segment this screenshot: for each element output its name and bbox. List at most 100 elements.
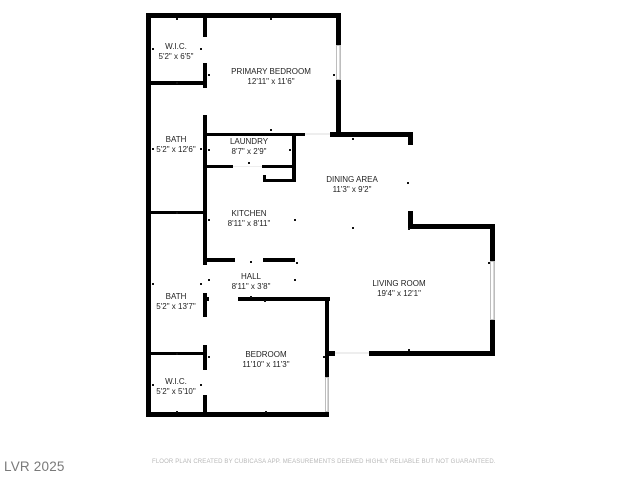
- room-dimensions: 8'7" x 2'9": [231, 147, 267, 156]
- room-dimensions: 11'10" x 11'3": [242, 360, 290, 369]
- opening-dining-primary: [305, 133, 330, 135]
- wall-living-right-upper: [490, 224, 495, 261]
- window-primary-bedroom: [336, 45, 341, 80]
- wall-living-right-lower: [490, 320, 495, 356]
- measure-dot: [250, 261, 252, 263]
- room-dimensions: 8'11" x 8'11": [227, 219, 271, 228]
- room-name: BEDROOM: [245, 350, 287, 359]
- measure-dot: [200, 384, 202, 386]
- wall-kitchen-bottom-left: [207, 258, 235, 262]
- measure-dot: [152, 148, 154, 150]
- room-name: W.I.C.: [165, 42, 187, 51]
- measure-dot: [352, 227, 354, 229]
- measure-dot: [294, 219, 296, 221]
- room-label-bath-primary: BATH 5'2" x 12'6": [156, 135, 195, 155]
- wall-laundry-bottom-right: [262, 165, 296, 168]
- measure-dot: [176, 353, 178, 355]
- wall-living-top: [408, 224, 495, 229]
- measure-dot: [408, 349, 410, 351]
- room-label-wic-primary: W.I.C. 5'2" x 6'5": [159, 42, 194, 62]
- wall-laundry-bottom-left: [207, 165, 233, 168]
- wall-primary-bedroom-right-upper: [336, 13, 341, 45]
- measure-dot: [152, 283, 154, 285]
- measure-dot: [270, 129, 272, 131]
- measure-dot: [208, 149, 210, 151]
- wall-dining-top: [330, 132, 413, 137]
- measure-dot: [294, 279, 296, 281]
- room-dimensions: 11'3" x 9'2": [332, 185, 372, 194]
- wall-outer-left: [146, 13, 151, 417]
- wall-hall-bottom: [238, 297, 330, 301]
- measure-dot: [152, 48, 154, 50]
- measure-dot: [248, 162, 250, 164]
- opening-living-entry: [335, 352, 369, 354]
- room-label-bath-secondary: BATH 5'2" x 13'7": [156, 292, 195, 312]
- measure-dot: [488, 262, 490, 264]
- wall-inner-vertical-3: [203, 115, 207, 265]
- room-label-kitchen: KITCHEN 8'11" x 8'11": [228, 209, 271, 229]
- measure-dot: [208, 356, 210, 358]
- brand-watermark: LVR 2025: [4, 459, 65, 474]
- room-dimensions: 5'2" x 6'5": [158, 52, 194, 61]
- room-name: BATH: [165, 135, 187, 144]
- wall-outer-top: [146, 13, 341, 18]
- measure-dot: [208, 74, 210, 76]
- room-label-dining-area: DINING AREA 11'3" x 9'2": [326, 175, 378, 195]
- measure-dot: [200, 148, 202, 150]
- wall-wic-1-bottom: [150, 81, 207, 85]
- room-name: LAUNDRY: [229, 137, 269, 146]
- wall-inner-vertical-5: [203, 345, 207, 370]
- room-label-primary-bedroom: PRIMARY BEDROOM 12'11" x 11'6": [231, 67, 311, 87]
- room-name: W.I.C.: [165, 377, 187, 386]
- room-dimensions: 12'11" x 11'6": [247, 77, 295, 86]
- disclaimer-text: FLOOR PLAN CREATED BY CUBICASA APP. MEAS…: [152, 459, 496, 465]
- room-name: DINING AREA: [326, 175, 378, 184]
- wall-dining-right-lower: [408, 211, 413, 229]
- room-dimensions: 5'2" x 12'6": [156, 145, 196, 154]
- measure-dot: [407, 182, 409, 184]
- measure-dot: [264, 300, 266, 302]
- measure-dot: [200, 48, 202, 50]
- wall-primary-bedroom-right-lower: [336, 80, 341, 137]
- measure-dot: [176, 18, 178, 20]
- room-name: HALL: [240, 272, 261, 281]
- measure-dot: [200, 283, 202, 285]
- wall-inner-vertical-1: [203, 18, 207, 37]
- room-name: PRIMARY BEDROOM: [231, 67, 311, 76]
- window-living-room: [490, 261, 495, 320]
- wall-bedroom-right-upper: [325, 297, 329, 377]
- measure-dot: [265, 411, 267, 413]
- wall-inner-vertical-4: [203, 293, 207, 317]
- room-label-hall: HALL 8'11" x 3'8": [232, 272, 271, 292]
- room-dimensions: 19'4" x 12'1": [377, 289, 421, 298]
- wall-laundry-closet-stub: [263, 175, 266, 182]
- measure-dot: [352, 138, 354, 140]
- wall-inner-vertical-2: [203, 63, 207, 88]
- measure-dot: [296, 262, 298, 264]
- wall-laundry-closet-bottom: [263, 179, 296, 182]
- measure-dot: [250, 296, 252, 298]
- wall-laundry-right: [292, 136, 296, 182]
- measure-dot: [208, 279, 210, 281]
- measure-dot: [208, 219, 210, 221]
- measure-dot: [176, 82, 178, 84]
- window-bedroom: [325, 377, 329, 412]
- measure-dot: [408, 228, 410, 230]
- measure-dot: [289, 149, 291, 151]
- wall-living-bottom: [369, 351, 495, 356]
- room-label-laundry: LAUNDRY 8'7" x 2'9": [230, 137, 268, 157]
- measure-dot: [176, 212, 178, 214]
- wall-laundry-top: [207, 133, 305, 136]
- room-label-living-room: LIVING ROOM 19'4" x 12'1": [372, 279, 425, 299]
- wall-dining-right-upper: [408, 132, 413, 145]
- measure-dot: [270, 18, 272, 20]
- room-dimensions: 5'2" x 13'7": [156, 302, 196, 311]
- room-name: LIVING ROOM: [372, 279, 426, 288]
- measure-dot: [152, 384, 154, 386]
- room-name: KITCHEN: [231, 209, 267, 218]
- room-label-wic-secondary: W.I.C. 5'2" x 5'10": [156, 377, 195, 397]
- wall-outer-bottom: [146, 412, 329, 417]
- room-dimensions: 5'2" x 5'10": [156, 387, 196, 396]
- wall-inner-vertical-6: [203, 395, 207, 417]
